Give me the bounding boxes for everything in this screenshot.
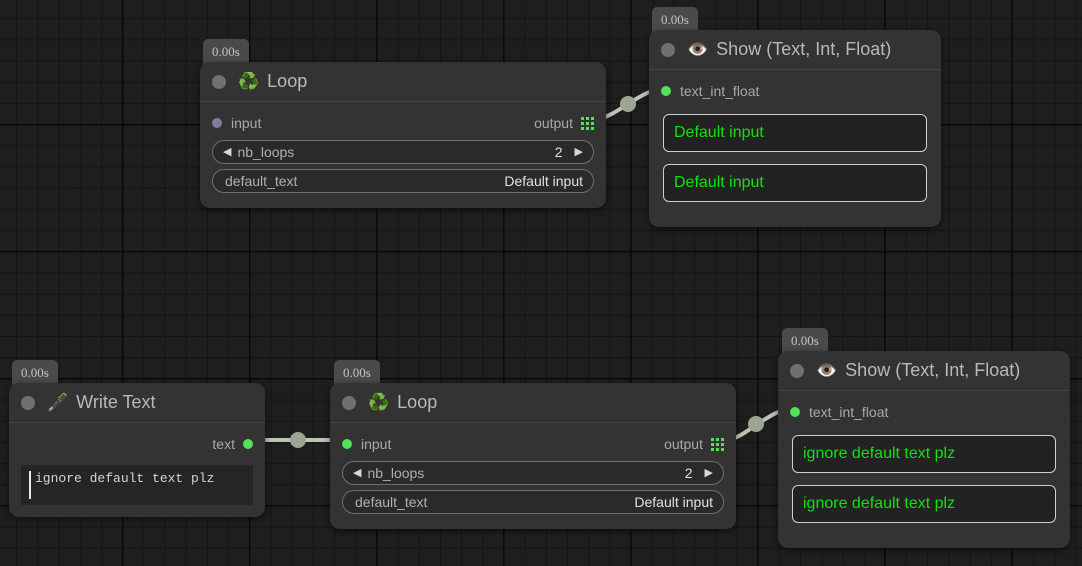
input-port-dot[interactable] <box>212 118 222 128</box>
eye-icon: 👁️ <box>687 40 709 59</box>
param-name: nb_loops <box>237 144 295 160</box>
param-value[interactable]: Default input <box>504 173 583 189</box>
recycle-icon: ♻️ <box>238 72 260 91</box>
input-port-dot[interactable] <box>661 86 671 96</box>
output-port-label: text <box>212 436 235 452</box>
stepper-increment-arrow-icon[interactable]: ▶ <box>574 145 583 158</box>
node-time-badge-loop-top: 0.00s <box>203 39 249 65</box>
port-row: text_int_float <box>661 80 929 102</box>
node-header-show-bottom[interactable]: 👁️ Show (Text, Int, Float) <box>778 351 1070 391</box>
port-row: text <box>21 433 253 455</box>
list-output-grid-icon[interactable] <box>581 116 594 130</box>
input-port-label: text_int_float <box>809 404 889 420</box>
node-body-loop-bottom: input output ◀ nb_loops 2 ▶ default_text… <box>330 423 736 531</box>
recycle-icon: ♻️ <box>368 393 390 412</box>
node-collapse-dot[interactable] <box>342 395 356 410</box>
node-time-badge-loop-bottom: 0.00s <box>334 360 380 386</box>
node-title: Loop <box>397 392 438 412</box>
node-body-show-bottom: text_int_float ignore default text plz i… <box>778 391 1070 547</box>
pen-nib-icon: 🖋️ <box>47 393 69 412</box>
input-port-label: text_int_float <box>680 83 760 99</box>
text-editor-field[interactable]: ignore default text plz <box>21 465 253 505</box>
stepper-decrement-arrow-icon[interactable]: ◀ <box>353 466 362 479</box>
node-header-write-text[interactable]: 🖋️ Write Text <box>9 383 265 423</box>
node-title: Show (Text, Int, Float) <box>716 39 892 59</box>
node-title: Write Text <box>76 392 156 412</box>
node-time-badge-show-top: 0.00s <box>652 7 698 33</box>
node-title: Show (Text, Int, Float) <box>845 360 1021 380</box>
node-body-write-text: text ignore default text plz <box>9 423 265 517</box>
text-editor-value: ignore default text plz <box>35 471 215 486</box>
output-port-label: output <box>534 115 573 131</box>
port-row: input output <box>212 112 594 134</box>
node-collapse-dot[interactable] <box>21 395 35 410</box>
node-title: Loop <box>267 71 308 91</box>
list-output-grid-icon[interactable] <box>711 437 724 451</box>
param-name: default_text <box>355 494 428 510</box>
node-loop-top[interactable]: ♻️ Loop input output ◀ nb_loops 2 ▶ d <box>200 62 606 208</box>
node-collapse-dot[interactable] <box>212 74 226 89</box>
text-cursor <box>29 471 31 499</box>
node-time-badge-show-bottom: 0.00s <box>782 328 828 354</box>
node-time-badge-write-text: 0.00s <box>12 360 58 386</box>
param-value[interactable]: 2 <box>554 144 563 160</box>
eye-icon: 👁️ <box>816 361 838 380</box>
param-value[interactable]: Default input <box>634 494 713 510</box>
output-display-box: ignore default text plz <box>792 485 1056 523</box>
param-default-text-field[interactable]: default_text Default input <box>342 490 724 514</box>
param-value[interactable]: 2 <box>684 465 693 481</box>
node-header-show-top[interactable]: 👁️ Show (Text, Int, Float) <box>649 30 941 70</box>
param-default-text-field[interactable]: default_text Default input <box>212 169 594 193</box>
stepper-increment-arrow-icon[interactable]: ▶ <box>704 466 713 479</box>
input-port-label: input <box>231 115 262 131</box>
output-port-dot[interactable] <box>243 439 253 449</box>
output-port-label: output <box>664 436 703 452</box>
node-header-loop-top[interactable]: ♻️ Loop <box>200 62 606 102</box>
param-nb-loops-stepper[interactable]: ◀ nb_loops 2 ▶ <box>342 461 724 485</box>
port-row: text_int_float <box>790 401 1058 423</box>
input-port-label: input <box>361 436 392 452</box>
param-nb-loops-stepper[interactable]: ◀ nb_loops 2 ▶ <box>212 140 594 164</box>
output-display-box: ignore default text plz <box>792 435 1056 473</box>
node-show-top[interactable]: 👁️ Show (Text, Int, Float) text_int_floa… <box>649 30 941 227</box>
output-display-box: Default input <box>663 114 927 152</box>
port-row: input output <box>342 433 724 455</box>
node-body-show-top: text_int_float Default input Default inp… <box>649 70 941 226</box>
stepper-decrement-arrow-icon[interactable]: ◀ <box>223 145 232 158</box>
node-show-bottom[interactable]: 👁️ Show (Text, Int, Float) text_int_floa… <box>778 351 1070 548</box>
node-loop-bottom[interactable]: ♻️ Loop input output ◀ nb_loops 2 ▶ d <box>330 383 736 529</box>
node-header-loop-bottom[interactable]: ♻️ Loop <box>330 383 736 423</box>
input-port-dot[interactable] <box>342 439 352 449</box>
input-port-dot[interactable] <box>790 407 800 417</box>
node-collapse-dot[interactable] <box>661 42 675 57</box>
node-body-loop-top: input output ◀ nb_loops 2 ▶ default_text… <box>200 102 606 210</box>
node-write-text[interactable]: 🖋️ Write Text text ignore default text p… <box>9 383 265 517</box>
output-display-box: Default input <box>663 164 927 202</box>
param-name: nb_loops <box>367 465 425 481</box>
param-name: default_text <box>225 173 298 189</box>
node-collapse-dot[interactable] <box>790 363 804 378</box>
